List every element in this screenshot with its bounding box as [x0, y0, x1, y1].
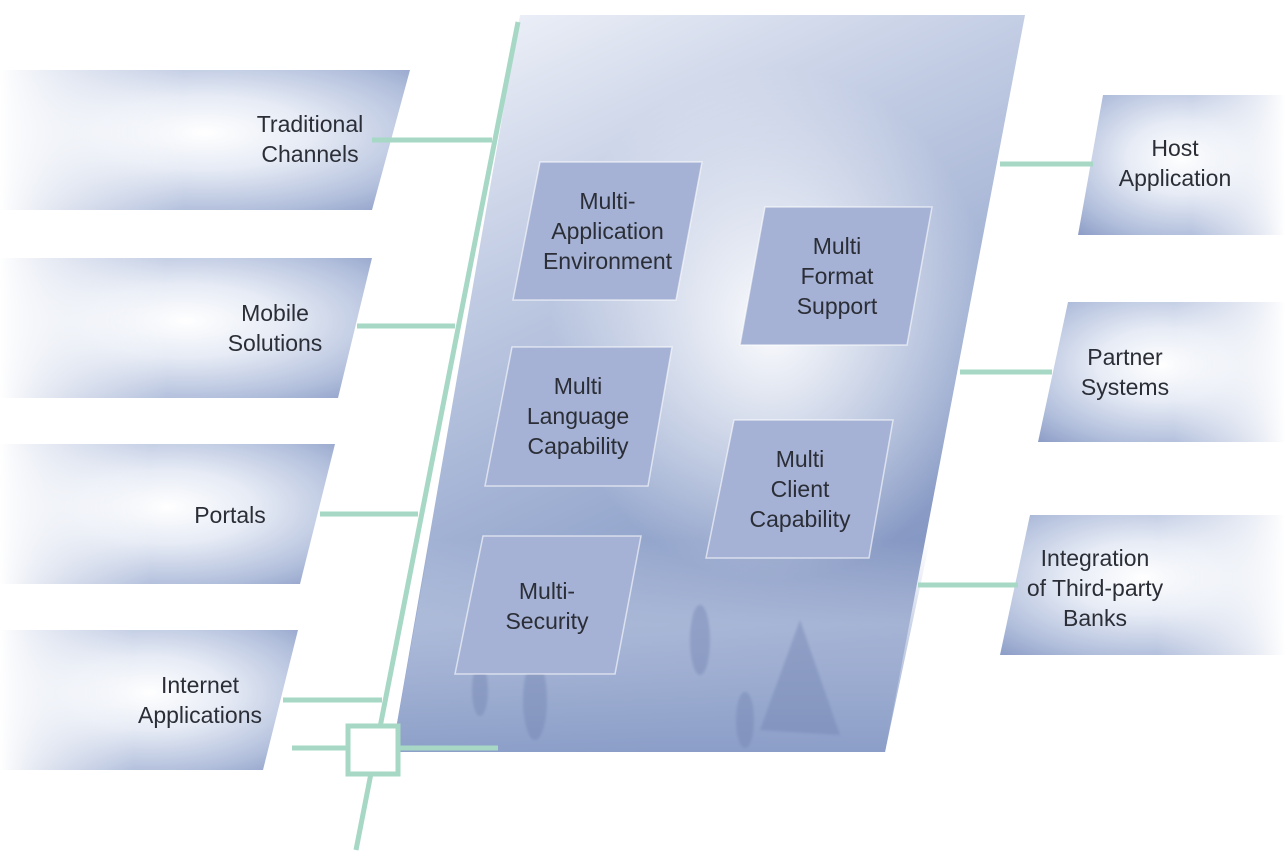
right-panel-shapes [1000, 95, 1285, 655]
left-panel-shapes [0, 70, 410, 770]
label-multi-client-capability: Multi Client Capability [749, 446, 851, 532]
label-third-party-banks: Integration of Third-party Banks [1026, 545, 1164, 631]
connector-lines [283, 21, 1093, 851]
label-multi-format-support: Multi Format Support [796, 233, 878, 319]
label-multi-language-capability: Multi Language Capability [526, 373, 630, 459]
label-mobile-solutions: Mobile Solutions [227, 300, 323, 356]
label-multi-security: Multi- Security [505, 578, 589, 634]
label-traditional-channels: Traditional Channels [256, 111, 364, 167]
box-multi-format [739, 206, 933, 346]
label-host-application: Host Application [1118, 135, 1232, 191]
box-multi-language [484, 346, 673, 487]
box-multi-security [454, 535, 642, 675]
label-portals: Portals [194, 502, 266, 528]
box-multi-application [512, 161, 703, 301]
label-internet-applications: Internet Applications [137, 672, 263, 728]
junction-node [345, 723, 401, 777]
label-multi-application-environment: Multi- Application Environment [542, 188, 673, 274]
main-backbone-line [353, 21, 521, 851]
label-partner-systems: Partner Systems [1080, 344, 1170, 400]
center-box-shapes [454, 161, 933, 675]
box-multi-client [705, 419, 894, 559]
